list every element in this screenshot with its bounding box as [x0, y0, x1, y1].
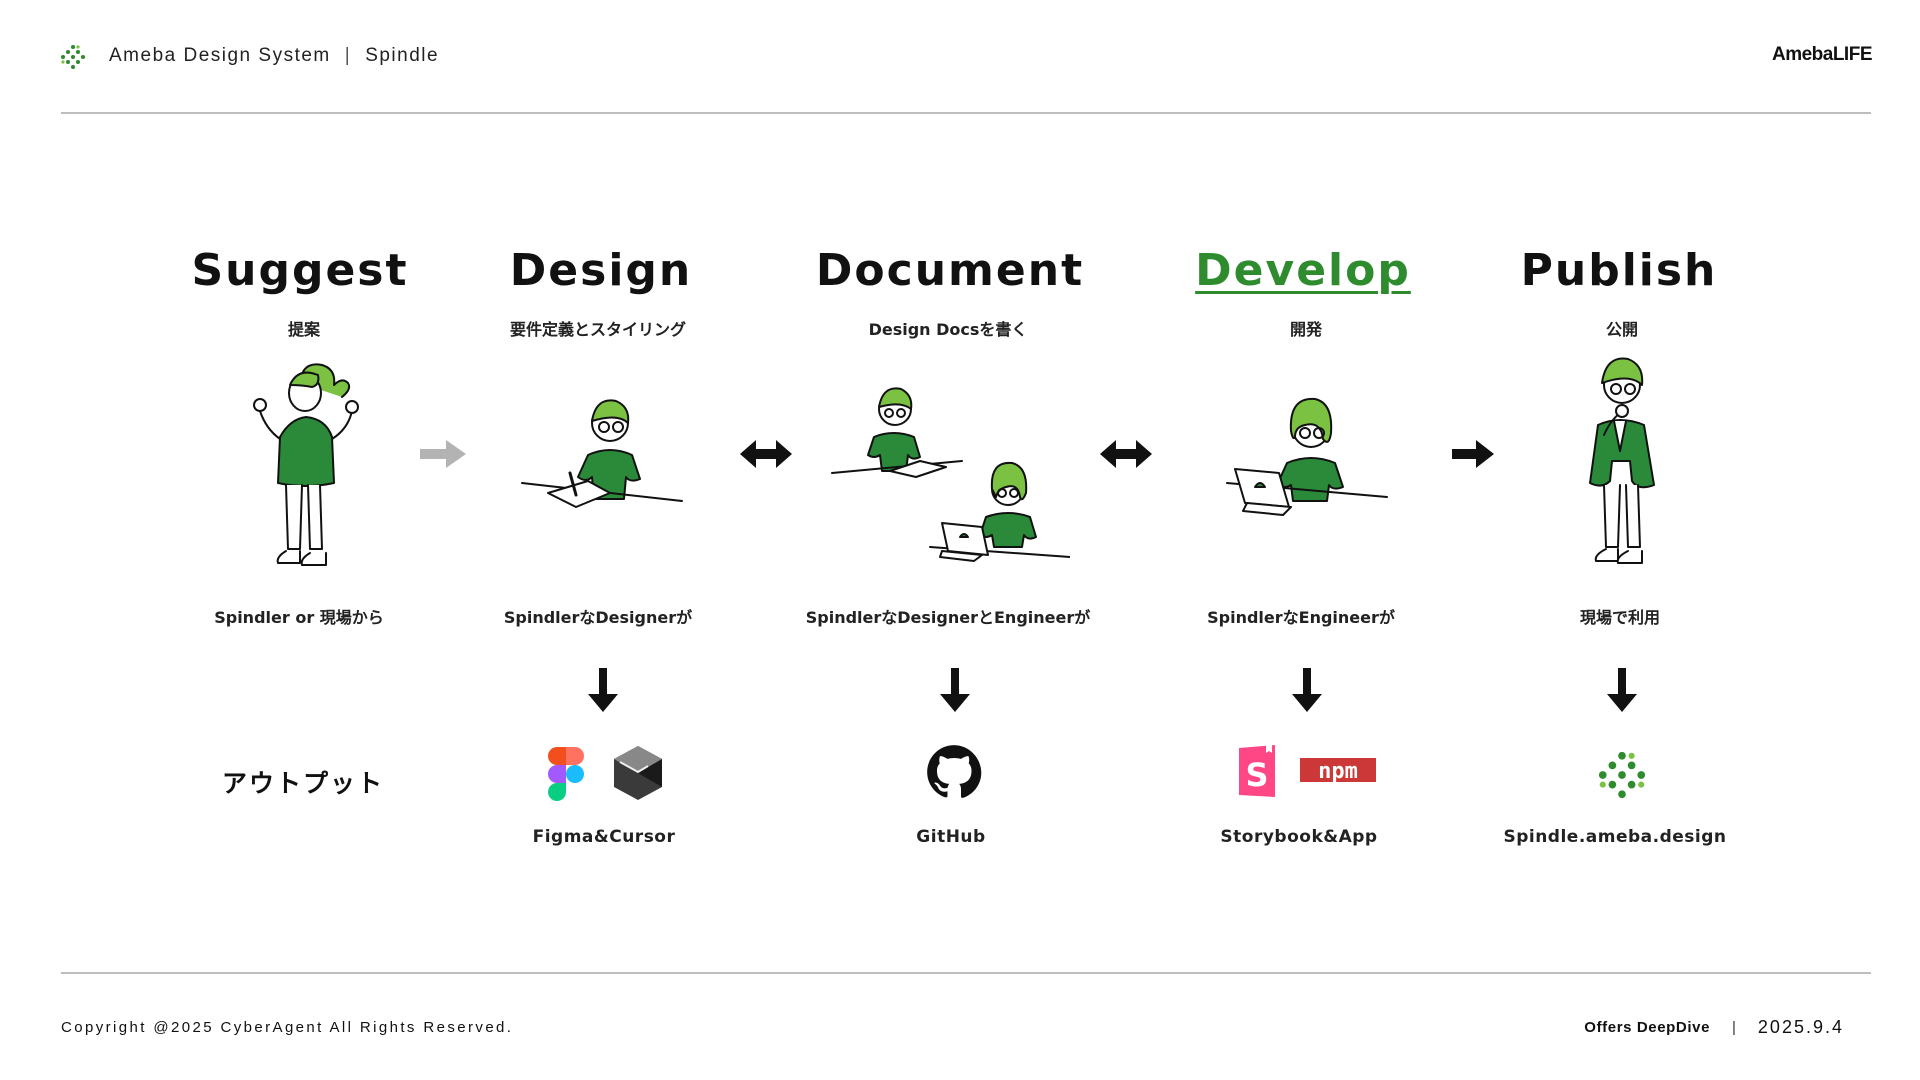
brand-name: Ameba Design System — [109, 45, 331, 66]
product-name: Spindle — [365, 45, 440, 66]
footer-copyright: Copyright @2025 CyberAgent All Rights Re… — [61, 1019, 514, 1036]
stage-caption-suggest: Spindler or 現場から — [214, 608, 384, 627]
spindle-logo-icon — [61, 45, 85, 69]
footer-date: 2025.9.4 — [1757, 1017, 1844, 1037]
arrow-down-icon — [1607, 668, 1637, 712]
suggest-person-illustration — [253, 363, 359, 566]
stage-subtitle-suggest: 提案 — [287, 320, 320, 339]
double-arrow-icon — [740, 440, 792, 468]
figma-icon — [548, 747, 584, 801]
storybook-letter: S — [1245, 756, 1268, 794]
footer-meta: Offers DeepDive | 2025.9.4 — [1584, 1017, 1844, 1038]
document-people-illustration — [831, 387, 1070, 562]
brand-title: Ameba Design System | Spindle — [109, 45, 439, 67]
stage-subtitle-design: 要件定義とスタイリング — [509, 320, 686, 339]
npm-icon: npm — [1300, 758, 1376, 784]
footer-divider — [61, 972, 1871, 974]
cursor-icon — [614, 746, 662, 800]
stage-title-develop: Develop — [1195, 245, 1411, 296]
output-label: アウトプット — [222, 769, 385, 798]
stage-caption-design: SpindlerなDesignerが — [503, 608, 693, 627]
brand-separator: | — [344, 45, 352, 66]
develop-person-illustration — [1226, 397, 1388, 516]
npm-wordmark: npm — [1318, 759, 1358, 784]
arrow-down-icon — [1292, 668, 1322, 712]
output-name-figma-cursor: Figma&Cursor — [532, 827, 676, 847]
stage-title-document: Document — [815, 245, 1085, 296]
storybook-icon: S — [1239, 745, 1275, 797]
publish-person-illustration — [1589, 357, 1655, 564]
slide-header: Ameba Design System | Spindle AmebaLIFE — [0, 0, 1920, 114]
double-arrow-icon — [1100, 440, 1152, 468]
arrow-down-icon — [588, 668, 618, 712]
arrow-right-icon — [1452, 440, 1494, 468]
stage-caption-document: SpindlerなDesignerとEngineerが — [805, 608, 1091, 627]
footer-event-name: Offers DeepDive — [1584, 1019, 1711, 1036]
design-person-illustration — [521, 399, 683, 508]
footer-separator: | — [1732, 1019, 1736, 1036]
stage-title-suggest: Suggest — [191, 245, 409, 296]
output-name-spindle-site: Spindle.ameba.design — [1503, 827, 1727, 847]
stage-caption-develop: SpindlerなEngineerが — [1207, 608, 1395, 627]
stage-title-publish: Publish — [1520, 245, 1718, 296]
arrow-right-icon — [420, 440, 466, 468]
spindle-icon — [1598, 751, 1646, 799]
header-divider — [61, 112, 1871, 114]
stage-caption-publish: 現場で利用 — [1579, 608, 1660, 627]
github-icon — [927, 745, 982, 798]
arrow-down-icon — [940, 668, 970, 712]
stage-title-design: Design — [509, 245, 693, 296]
ameba-life-logo: AmebaLIFE — [1771, 44, 1873, 65]
stage-subtitle-publish: 公開 — [1605, 320, 1638, 339]
output-name-storybook-app: Storybook&App — [1220, 827, 1378, 847]
output-name-github: GitHub — [916, 827, 986, 847]
stage-subtitle-develop: 開発 — [1289, 320, 1322, 339]
stage-subtitle-document: Design Docsを書く — [868, 320, 1028, 339]
